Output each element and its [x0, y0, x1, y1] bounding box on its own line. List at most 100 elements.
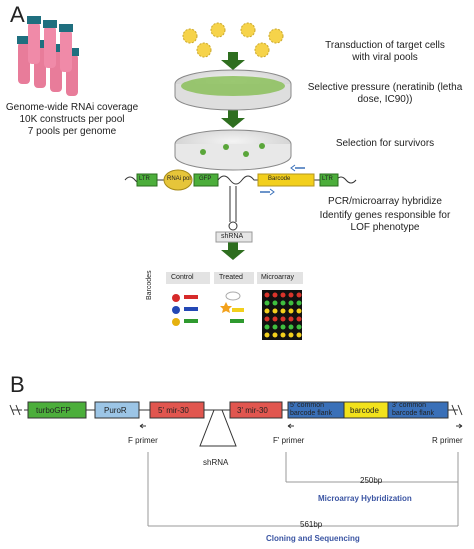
f-primer-label: F primer	[128, 436, 158, 445]
shrna-label-a: shRNA	[221, 233, 244, 240]
microarray-spot	[272, 292, 278, 298]
identify-line-2: LOF phenotype	[350, 222, 420, 233]
microarray-spot	[296, 316, 302, 322]
microarray-spot	[280, 324, 286, 330]
turbogfp-label: turboGFP	[36, 406, 71, 415]
rnai-pol-block	[163, 169, 193, 191]
treated-barcodes	[220, 291, 244, 323]
microarray-spot	[264, 332, 270, 338]
microarray-spot	[264, 300, 270, 306]
fprime-primer-label: F' primer	[273, 436, 305, 445]
barcode-block-a	[257, 173, 315, 187]
mir30-5-label: 5' mir-30	[158, 406, 189, 415]
transduction-line-1: Transduction of target cells	[325, 40, 445, 51]
barcode-label-a: Barcode	[268, 176, 291, 182]
microarray-spot	[280, 308, 286, 314]
dist-250-label: 250bp	[360, 476, 383, 485]
library-line-3: 7 pools per genome	[27, 126, 117, 137]
microarray-spot	[288, 324, 294, 330]
control-header: Control	[171, 274, 194, 281]
treated-header: Treated	[219, 274, 243, 281]
microarray-spot	[264, 324, 270, 330]
step-pcr: PCR/microarray hybridize	[328, 196, 442, 207]
arrow-down-3	[221, 242, 245, 260]
barcode-block-b	[343, 401, 389, 419]
microarray-spot	[280, 292, 286, 298]
microarray-spot	[280, 332, 286, 338]
step-selection: Selection for survivors	[335, 138, 435, 149]
tube-rack-icon	[17, 16, 79, 96]
microarray-spot	[264, 308, 270, 314]
barcodes-label: Barcodes	[146, 270, 153, 300]
microarray-spot	[264, 292, 270, 298]
cloning-sequencing-label: Cloning and Sequencing	[266, 534, 360, 543]
rnai-pol-label: RNAi pol	[167, 176, 191, 182]
culture-dish-full	[174, 69, 292, 111]
microarray-grid	[262, 290, 302, 340]
treated-header-bg	[214, 272, 254, 284]
microarray-spot	[288, 316, 294, 322]
microarray-spot	[272, 324, 278, 330]
microarray-spot	[296, 324, 302, 330]
viral-particles-icon	[182, 22, 284, 58]
r-primer-label: R primer	[432, 436, 463, 445]
microarray-spot	[280, 316, 286, 322]
microarray-spot	[264, 316, 270, 322]
pressure-line-2: dose, IC90))	[357, 94, 413, 105]
ltr-left-label: LTR	[139, 176, 150, 182]
viral-construct-diagram	[124, 164, 357, 231]
library-text: Genome-wide RNAi coverage 10K constructs…	[2, 102, 142, 138]
mir30-3-label: 3' mir-30	[237, 406, 268, 415]
microarray-spot	[296, 332, 302, 338]
control-barcodes	[172, 294, 198, 326]
microarray-spot	[272, 316, 278, 322]
identify-line-1: Identify genes responsible for	[319, 210, 451, 221]
ltr-left-block	[136, 173, 158, 187]
arrow-down-2	[221, 110, 245, 128]
turbogfp-block	[27, 401, 87, 419]
flank5-label: 5' common barcode flank	[290, 402, 333, 417]
step-identify: Identify genes responsible for LOF pheno…	[300, 210, 470, 234]
arrow-down-1	[221, 52, 245, 70]
flank3-label: 3' common barcode flank	[392, 402, 435, 417]
microarray-spot	[296, 300, 302, 306]
microarray-spot	[288, 300, 294, 306]
panel-a-label: A	[10, 2, 25, 27]
library-line-1: Genome-wide RNAi coverage	[5, 102, 139, 113]
step-transduction: Transduction of target cells with viral …	[300, 40, 470, 64]
shrna-box-a	[215, 231, 253, 243]
process-arrows	[221, 52, 245, 260]
microarray-hybridization-label: Microarray Hybridization	[318, 494, 412, 503]
puror-block	[94, 401, 140, 419]
control-header-bg	[166, 272, 210, 284]
culture-dish-survivors	[174, 129, 292, 171]
microarray-spot	[296, 308, 302, 314]
microarray-spot	[280, 300, 286, 306]
microarray-spot	[288, 332, 294, 338]
primer-arrows	[139, 423, 463, 527]
ltr-right-block	[319, 173, 339, 187]
shrna-hairpin	[199, 409, 237, 447]
microarray-spot	[296, 292, 302, 298]
ltr-right-label: LTR	[322, 176, 333, 182]
microarray-spot	[288, 292, 294, 298]
gfp-label: GFP	[199, 176, 212, 182]
microarray-header-bg	[257, 272, 303, 284]
panel-b-construct	[9, 401, 463, 447]
pressure-line-1: Selective pressure (neratinib (letha	[307, 82, 463, 93]
step-selective-pressure: Selective pressure (neratinib (letha dos…	[300, 82, 470, 106]
microarray-spot	[288, 308, 294, 314]
library-line-2: 10K constructs per pool	[19, 114, 125, 125]
microarray-header: Microarray	[261, 274, 295, 281]
microarray-spot	[272, 308, 278, 314]
microarray-spot	[272, 300, 278, 306]
panel-b-label: B	[10, 372, 25, 397]
barcode-label-b: barcode	[350, 406, 379, 415]
shrna-label-b: shRNA	[203, 458, 229, 467]
puror-label: PuroR	[104, 406, 127, 415]
microarray-spot	[272, 332, 278, 338]
dist-561-label: 561bp	[300, 520, 323, 529]
transduction-line-2: with viral pools	[352, 52, 418, 63]
